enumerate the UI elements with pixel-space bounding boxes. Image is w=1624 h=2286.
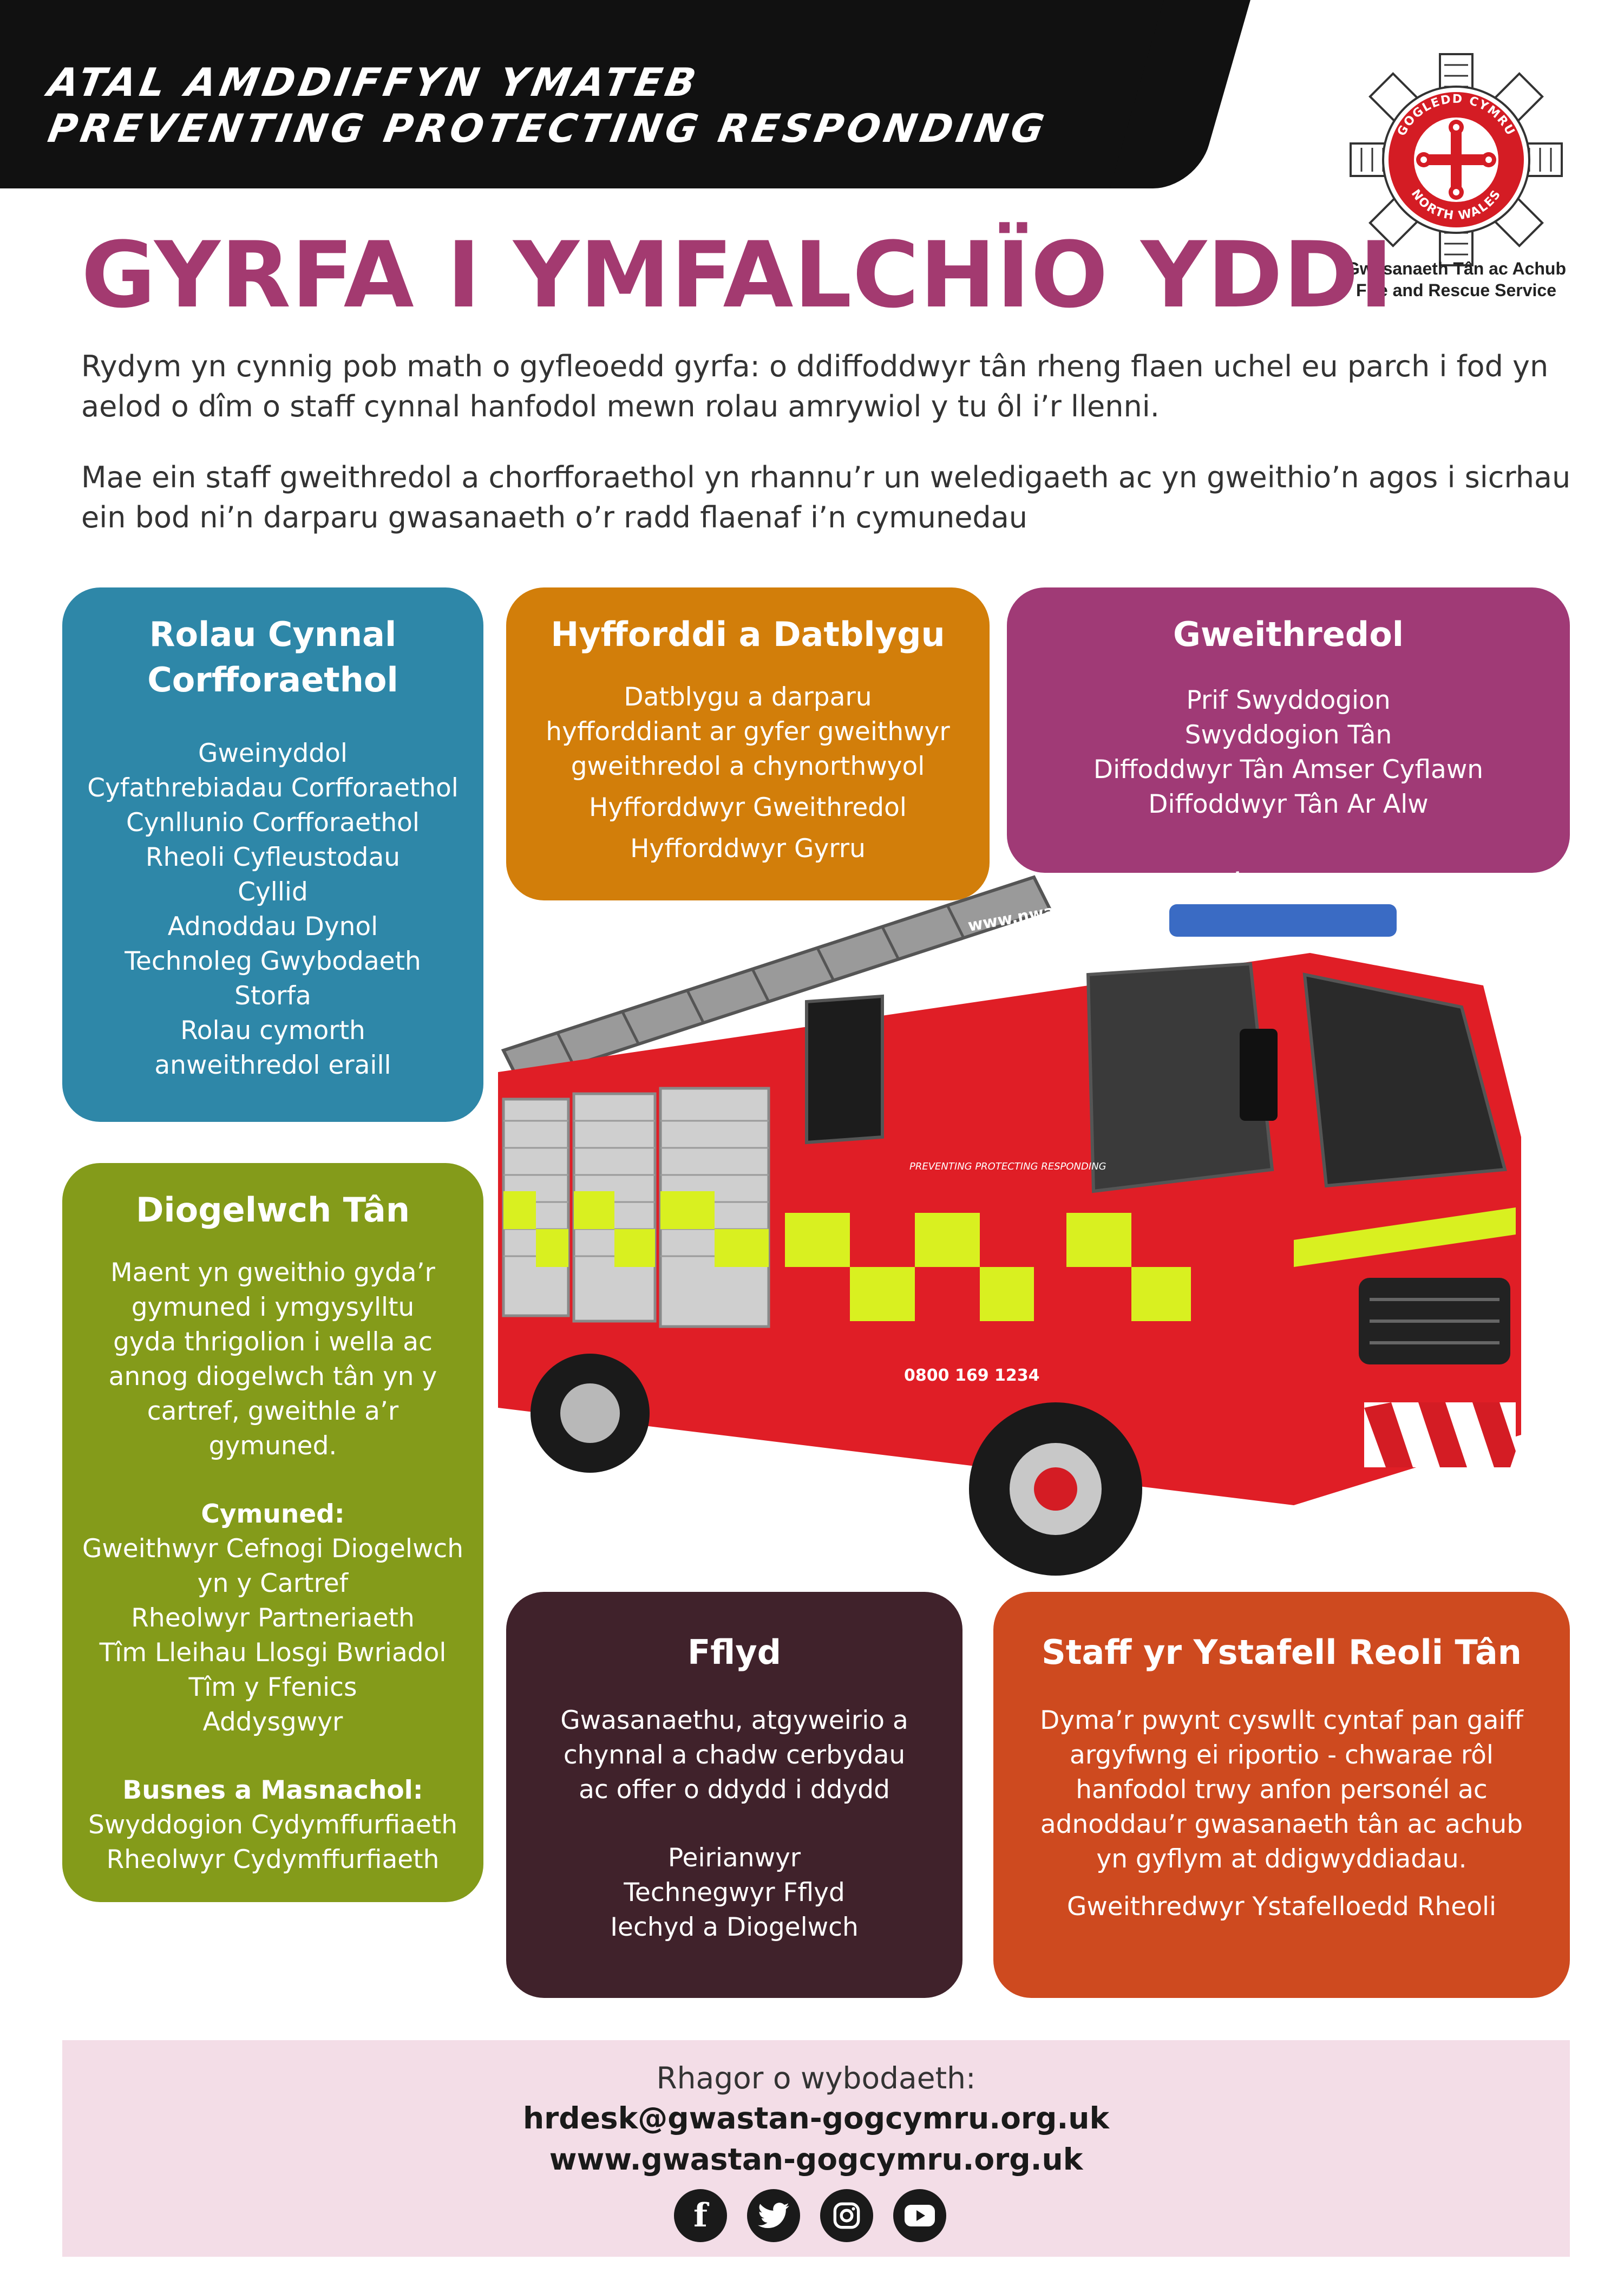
card-title: Gweithredol bbox=[1173, 615, 1404, 654]
card-control-room: Staff yr Ystafell Reoli Tân Dyma’r pwynt… bbox=[993, 1592, 1570, 1998]
list-item: Rheoli Cyfleustodau bbox=[145, 842, 401, 872]
list-item: Gweinyddol bbox=[198, 739, 348, 768]
card-title: Diogelwch Tân bbox=[135, 1190, 410, 1230]
logo-caption-english: Fire and Rescue Service bbox=[1356, 280, 1556, 300]
truck-phone-text: 0800 169 1234 bbox=[904, 1366, 1040, 1385]
header-band bbox=[0, 0, 1191, 188]
card-description: Maent yn gweithio gyda’r gymuned i ymgys… bbox=[108, 1258, 437, 1461]
list-item: Peirianwyr bbox=[667, 1843, 801, 1873]
blue-light-bar bbox=[1169, 904, 1397, 937]
list-item: Hyfforddwyr Gweithredol bbox=[589, 793, 907, 822]
card-subheading: Busnes a Masnachol: bbox=[122, 1775, 423, 1805]
list-item: Cyllid bbox=[238, 877, 308, 907]
youtube-icon[interactable] bbox=[893, 2189, 946, 2242]
list-item: Swyddogion Tân bbox=[1184, 720, 1392, 750]
list-item: Tîm Lleihau Llosgi Bwriadol bbox=[99, 1638, 447, 1668]
logo-caption-welsh: Gwasanaeth Tân ac Achub bbox=[1346, 259, 1567, 278]
card-title: Hyfforddi a Datblygu bbox=[551, 615, 945, 654]
list-item: Adnoddau Dynol bbox=[167, 912, 378, 942]
card-subheading: Cymuned: bbox=[201, 1499, 345, 1529]
card-corporate-support: Rolau Cynnal Corfforaethol Gweinyddol Cy… bbox=[62, 587, 483, 1122]
list-item: Addysgwyr bbox=[202, 1707, 343, 1737]
list-item: Diffoddwyr Tân Ar Alw bbox=[1148, 789, 1429, 819]
list-item: Prif Swyddogion bbox=[1186, 685, 1391, 715]
wing-mirror bbox=[1240, 1029, 1278, 1121]
instagram-icon[interactable] bbox=[820, 2189, 873, 2242]
list-item: Cynllunio Corfforaethol bbox=[126, 808, 420, 838]
slogan-english: PREVENTING PROTECTING RESPONDING bbox=[44, 106, 1051, 151]
list-item: Iechyd a Diogelwch bbox=[610, 1912, 859, 1942]
intro-paragraph: Mae ein staff gweithredol a chorfforaeth… bbox=[81, 460, 1571, 534]
list-item: Gweithredwyr Ystafelloedd Rheoli bbox=[1066, 1892, 1497, 1922]
list-item: Technegwyr Fflyd bbox=[624, 1878, 845, 1908]
card-description: Dyma’r pwynt cyswllt cyntaf pan gaiff ar… bbox=[1040, 1706, 1523, 1874]
list-item: Gweithwyr Cefnogi Diogelwch yn y Cartref bbox=[82, 1534, 464, 1598]
list-item: Tîm y Ffenics bbox=[188, 1673, 357, 1702]
card-training-development: Hyfforddi a Datblygu Datblygu a darparu … bbox=[506, 587, 990, 900]
more-info-label: Rhagor o wybodaeth: bbox=[656, 2061, 976, 2095]
list-item: Rheolwyr Partneriaeth bbox=[131, 1603, 415, 1633]
list-item: Diffoddwyr Tân Amser Cyflawn bbox=[1093, 755, 1484, 785]
list-item: Storfa bbox=[234, 981, 311, 1011]
card-description: Datblygu a darparu hyfforddiant ar gyfer… bbox=[546, 682, 950, 781]
truck-slogan-text: PREVENTING PROTECTING RESPONDING bbox=[909, 1161, 1106, 1172]
list-item: Hyfforddwyr Gyrru bbox=[630, 834, 866, 864]
list-item: Rolau cymorth anweithredol eraill bbox=[154, 1016, 391, 1080]
card-operational: Gweithredol Prif Swyddogion Swyddogion T… bbox=[1007, 587, 1570, 873]
twitter-icon[interactable] bbox=[747, 2189, 800, 2242]
page-title: GYRFA I YMFALCHÏO YDDI bbox=[81, 222, 1394, 328]
email-link[interactable]: hrdesk@gwastan-gogcymru.org.uk bbox=[522, 2101, 1110, 2135]
footer-contact-box: Rhagor o wybodaeth: hrdesk@gwastan-gogcy… bbox=[62, 2040, 1570, 2257]
website-link[interactable]: www.gwastan-gogcymru.org.uk bbox=[549, 2142, 1083, 2177]
list-item: Rheolwyr Cydymffurfiaeth bbox=[106, 1845, 440, 1874]
battenburg-markings bbox=[503, 1191, 1516, 1321]
list-item: Cyfathrebiadau Corfforaethol bbox=[87, 773, 459, 803]
fire-engine-image: www.nwales-fireservice.org.uk PREVENTING… bbox=[498, 868, 1521, 1576]
list-item: Swyddogion Cydymffurfiaeth bbox=[88, 1810, 457, 1840]
list-item: Technoleg Gwybodaeth bbox=[125, 946, 421, 976]
card-title: Fflyd bbox=[687, 1632, 782, 1672]
card-title: Staff yr Ystafell Reoli Tân bbox=[1042, 1632, 1522, 1672]
fire-service-logo: GOGLEDD CYMRU NORTH WALES bbox=[1350, 53, 1563, 266]
card-fleet: Fflyd Gwasanaethu, atgyweirio a chynnal … bbox=[506, 1592, 962, 1998]
intro-paragraph: Rydym yn cynnig pob math o gyfleoedd gyr… bbox=[81, 349, 1549, 423]
card-description: Gwasanaethu, atgyweirio a chynnal a chad… bbox=[560, 1706, 908, 1805]
card-title: Rolau Cynnal Corfforaethol bbox=[147, 615, 398, 700]
slogan-welsh: ATAL AMDDIFFYN YMATEB bbox=[44, 60, 703, 105]
facebook-icon[interactable]: f bbox=[674, 2189, 727, 2242]
card-fire-safety: Diogelwch Tân Maent yn gweithio gyda’r g… bbox=[62, 1163, 483, 1902]
